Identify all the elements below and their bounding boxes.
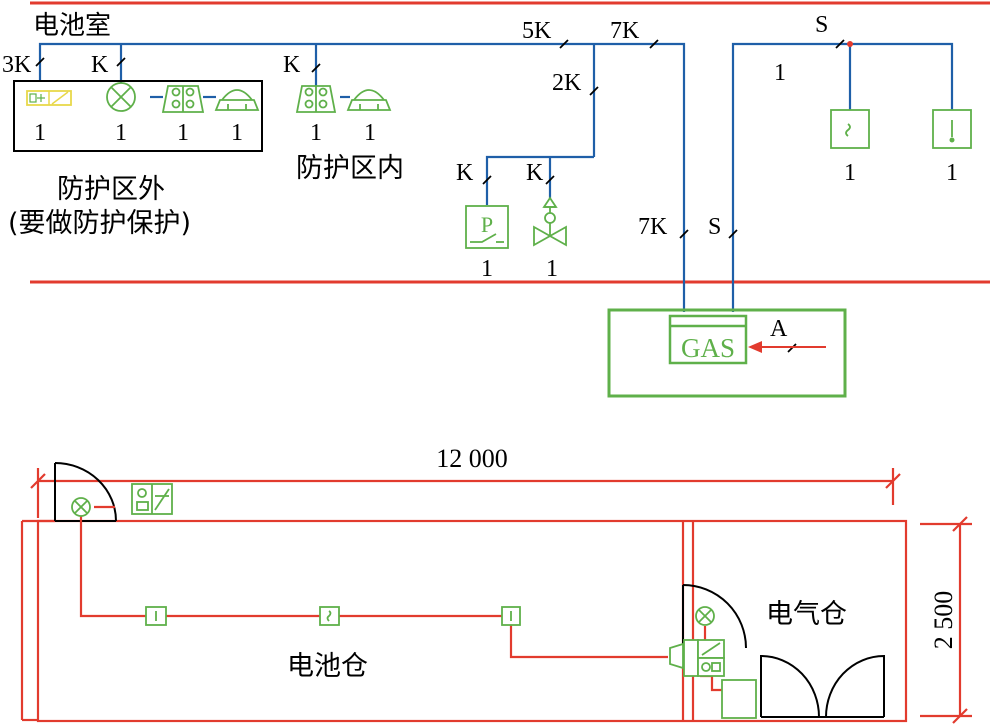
wire-label-7k-top: 7K <box>610 18 640 44</box>
detector-bus-count: 1 <box>774 60 786 86</box>
solenoid-valve-icon <box>533 196 567 247</box>
outside-count-1: 1 <box>34 120 46 146</box>
wire-label-5k: 5K <box>522 18 552 44</box>
inside-count-2: 1 <box>364 120 376 146</box>
wire-label-2k: 2K <box>552 70 582 96</box>
wire-label-s-detector: S <box>815 12 828 38</box>
lamp-icon <box>695 606 715 626</box>
height-dimension-line <box>920 516 972 724</box>
inside-zone-label: 防护区内 <box>296 153 404 184</box>
main-bus <box>38 42 954 312</box>
wire-label-k-valve: K <box>526 160 544 186</box>
heat-detector-icon <box>501 606 521 626</box>
wire-label-s-vertical: S <box>708 214 721 240</box>
gas-controller: GAS <box>668 314 748 365</box>
container-outline <box>20 519 908 723</box>
heat-detector-icon <box>932 109 972 149</box>
heat-detector-count: 1 <box>946 160 958 186</box>
controller-input-label: A <box>770 316 788 342</box>
input-arrow <box>748 341 826 353</box>
plan-wiring <box>79 505 722 692</box>
sound-light-alarm-icon <box>161 85 205 113</box>
lamp-icon <box>71 497 91 517</box>
pressure-switch-count: 1 <box>481 256 493 282</box>
outside-zone-box <box>13 80 263 152</box>
sound-light-alarm-icon <box>295 85 337 113</box>
width-dimension-label: 12 000 <box>436 444 508 473</box>
wire-label-k-lamp: K <box>91 52 109 78</box>
gas-label: GAS <box>681 333 735 363</box>
smoke-detector-icon <box>830 109 870 149</box>
room-title: 电池室 <box>33 11 111 41</box>
wire-label-k-inside: K <box>283 52 301 78</box>
smoke-detector-icon <box>319 606 340 626</box>
entrance-door <box>54 462 117 522</box>
junction-dot <box>847 41 853 47</box>
battery-compartment-label: 电池仓 <box>287 651 368 682</box>
solenoid-valve-count: 1 <box>546 256 558 282</box>
partition-door <box>682 584 747 649</box>
wire-label-3k: 3K <box>2 52 32 78</box>
outside-count-3: 1 <box>177 120 189 146</box>
manual-release-icon <box>26 90 72 106</box>
inside-count-1: 1 <box>310 120 322 146</box>
controller-icon <box>669 639 757 719</box>
heat-detector-icon <box>145 606 167 626</box>
double-door <box>760 654 885 718</box>
outside-zone-label: 防护区外 <box>57 174 165 205</box>
outside-count-2: 1 <box>115 120 127 146</box>
outside-zone-note: (要做防护保护) <box>8 208 191 239</box>
cable-ticks <box>35 39 845 353</box>
wire-label-k-pressure: K <box>456 160 474 186</box>
horn-icon <box>346 89 392 111</box>
lamp-icon <box>106 82 136 112</box>
height-dimension-label: 2 500 <box>929 591 958 650</box>
smoke-detector-count: 1 <box>844 160 856 186</box>
outside-count-4: 1 <box>231 120 243 146</box>
horn-icon <box>214 89 260 111</box>
controller-enclosure <box>607 308 847 398</box>
svg-text:P: P <box>481 212 493 237</box>
electrical-compartment-label: 电气仓 <box>766 599 847 630</box>
width-dimension-line <box>30 468 901 518</box>
pressure-switch-icon: P <box>465 205 509 249</box>
alarm-panel-icon <box>131 483 173 515</box>
wire-label-7k-vertical: 7K <box>638 214 668 240</box>
